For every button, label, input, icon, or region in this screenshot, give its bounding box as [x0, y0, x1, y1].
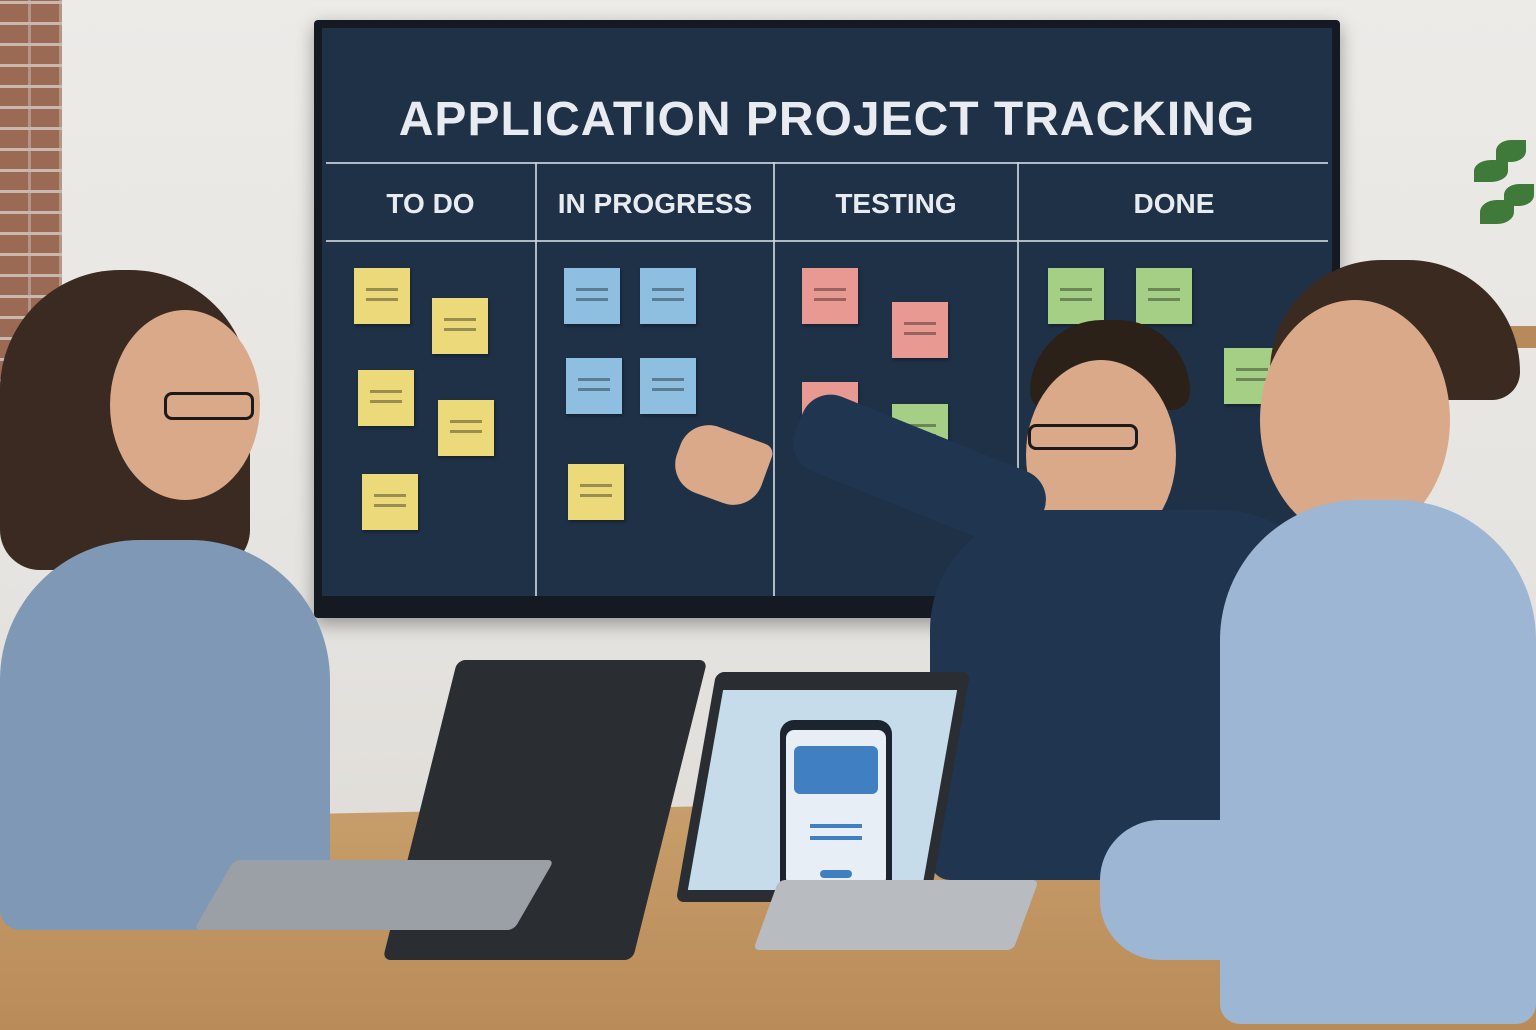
column-header-todo: TO DO	[386, 188, 475, 219]
board-title: APPLICATION PROJECT TRACKING	[398, 93, 1256, 146]
title-divider	[326, 162, 1328, 164]
glasses-icon	[164, 392, 254, 420]
sticky-note	[1136, 268, 1192, 324]
column-divider	[773, 162, 775, 596]
column-header-testing: TESTING	[835, 188, 957, 219]
sticky-note	[1048, 268, 1104, 324]
sticky-note	[564, 268, 620, 324]
brick-wall	[0, 0, 62, 400]
sticky-note	[802, 268, 858, 324]
sticky-note	[568, 464, 624, 520]
sticky-note	[892, 302, 948, 358]
sticky-note	[432, 298, 488, 354]
sticky-note	[566, 358, 622, 414]
sticky-note	[354, 268, 410, 324]
sticky-note	[438, 400, 494, 456]
laptop-center-base	[753, 880, 1039, 950]
sticky-note	[640, 358, 696, 414]
sticky-note	[640, 268, 696, 324]
sticky-note	[358, 370, 414, 426]
header-divider	[326, 240, 1328, 242]
phone-mockup	[780, 720, 892, 896]
person-right	[1020, 260, 1536, 1024]
laptop-left-base	[193, 860, 555, 930]
column-divider	[535, 162, 537, 596]
column-header-in-progress: IN PROGRESS	[557, 188, 753, 219]
column-divider	[1017, 162, 1019, 596]
glasses-icon	[1028, 424, 1138, 450]
sticky-note	[362, 474, 418, 530]
column-header-done: DONE	[1133, 188, 1215, 219]
person-left	[0, 270, 340, 930]
shelf	[1510, 326, 1536, 348]
plant	[1470, 140, 1536, 260]
